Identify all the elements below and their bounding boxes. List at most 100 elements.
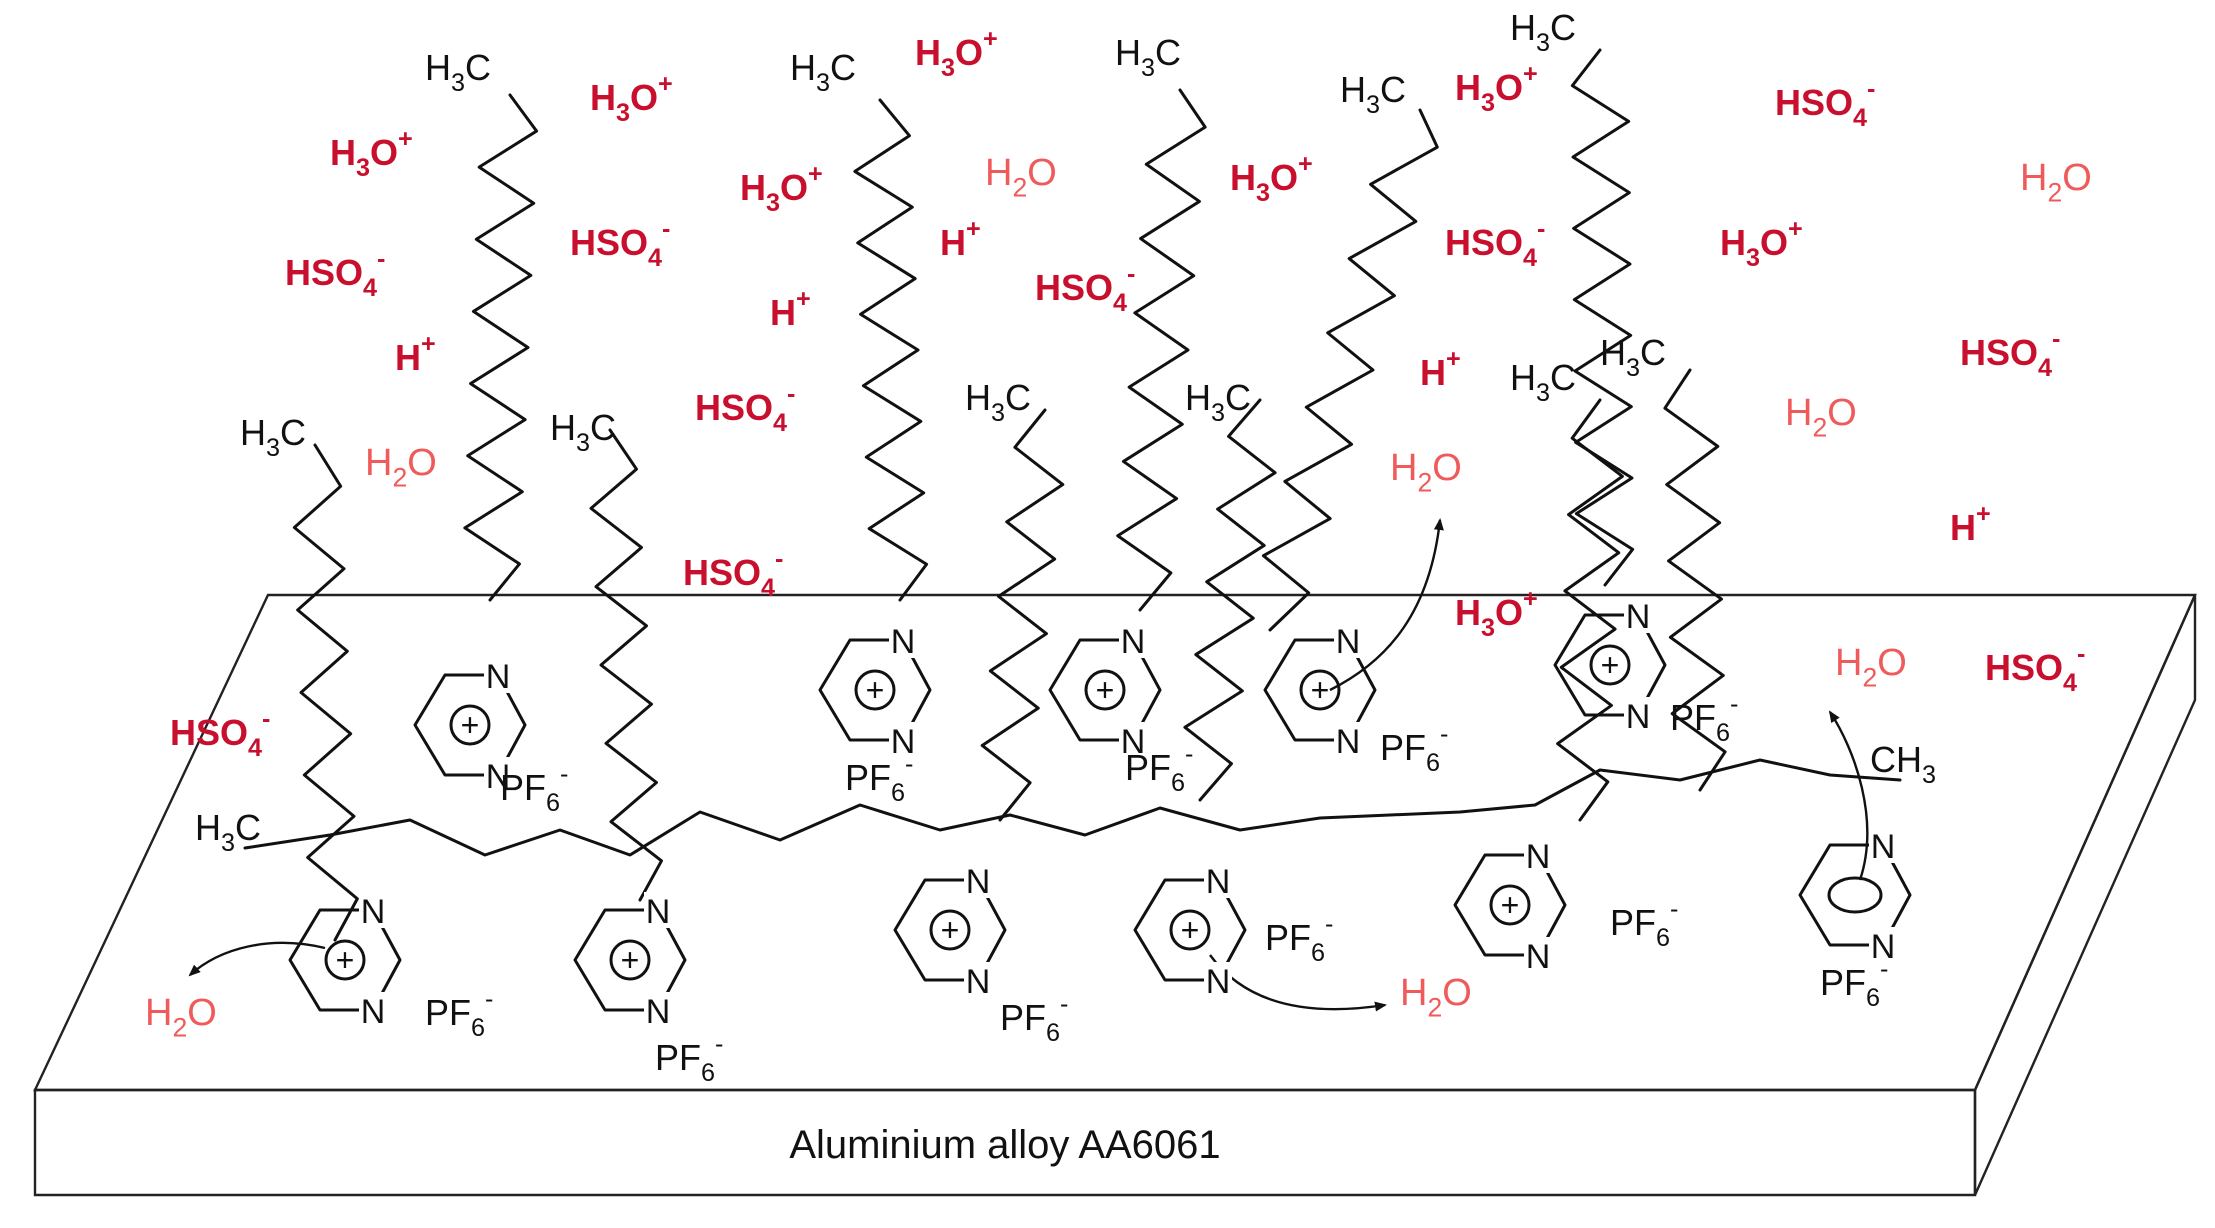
methyl-group: H3C [195,807,261,857]
molecular-bonds [243,48,1902,942]
plus-sign: + [461,707,480,743]
hydronium-ion: H3O+ [915,25,998,82]
charge-circle [324,939,366,981]
imidazolium-ring: +NN [1553,597,1667,736]
pf6-anion: PF6- [1000,990,1068,1047]
bisulfate-ion: HSO4- [570,215,670,272]
methyl-group: H3C [1510,7,1576,57]
polymer-backbone [243,758,1902,857]
methyl-group: H3C [240,412,306,462]
nitrogen-label: N [1526,938,1551,976]
alkyl-chain [853,98,929,602]
hydronium-ion: H3O+ [590,70,673,127]
hydronium-ion: H3O+ [1720,215,1803,272]
proton: H+ [940,215,981,263]
charge-circle [1169,909,1211,951]
alkyl-chain [589,428,663,902]
water-molecule: H2O [1400,972,1472,1022]
pf6-anion: PF6- [425,985,493,1042]
charge-circle [1299,669,1341,711]
hydronium-ion: H3O+ [1455,585,1538,642]
methyl-group: H3C [550,407,616,457]
alkyl-chain [1261,108,1439,632]
plus-sign: + [1096,672,1115,708]
imidazolium-ring: +N N [1453,837,1567,976]
bisulfate-ion: HSO4- [170,705,270,762]
alkyl-chain [1663,368,1727,792]
bisulfate-ion: HSO4- [695,380,795,437]
nitrogen-label: N [1336,723,1361,761]
plus-sign: + [1181,912,1200,948]
nitrogen-label: N [891,623,916,661]
plus-sign: + [866,672,885,708]
nitrogen-label: N [361,993,386,1031]
nitrogen-label: N [361,893,386,931]
arrow-water-left [188,941,326,977]
pf6-anion: PF6- [1820,955,1888,1012]
bisulfate-ion: HSO4- [1985,640,2085,697]
aromatic-ring-marker [1827,876,1883,914]
water-molecule: H2O [2020,157,2092,207]
water-molecule: H2O [1390,447,1462,497]
nitrogen-label: N [486,658,511,696]
proton: H+ [770,285,811,333]
water-molecule: H2O [365,442,437,492]
methyl-group: H3C [790,47,856,97]
plus-sign: + [336,942,355,978]
alkyl-chain [1116,88,1207,612]
bisulfate-ion: HSO4- [1775,75,1875,132]
plus-sign: + [1311,672,1330,708]
nitrogen-label: N [1626,698,1651,736]
methyl-group: H3C [1185,377,1251,427]
alkyl-chain [1556,398,1624,822]
plus-sign: + [941,912,960,948]
imidazolium-ring: +NN [573,892,687,1031]
nitrogen-label: N [1206,963,1231,1001]
alkyl-chain [1570,48,1635,587]
nitrogen-label: N [1871,928,1896,966]
water-molecule: H2O [1835,642,1907,692]
nitrogen-label: N [1871,828,1896,866]
pf6-anion: PF6- [1265,910,1333,967]
imidazolium-ring: +NN [893,862,1007,1001]
charge-circle [1589,644,1631,686]
water-displacement-arrows [188,518,1869,1012]
substrate-label: Aluminium alloy AA6061 [789,1123,1220,1167]
methyl-group: H3C [425,47,491,97]
plus-sign: + [1501,887,1520,923]
pf6-anion: PF6- [1610,895,1678,952]
nitrogen-label: N [1121,723,1146,761]
bisulfate-ion: HSO4- [285,245,385,302]
nitrogen-label: N [486,758,511,796]
nitrogen-label: N [1121,623,1146,661]
proton: H+ [1950,500,1991,548]
pf6-anion: PF6- [500,760,568,817]
imidazolium-ring: +N N [1133,862,1247,1001]
alkyl-chain [463,93,539,602]
bisulfate-ion: HSO4- [683,545,783,602]
bisulfate-ion: HSO4- [1035,260,1135,317]
pf6-anion: PF6- [1670,690,1738,747]
proton: H+ [1420,345,1461,393]
nitrogen-label: N [1206,863,1231,901]
methyl-group: H3C [1340,69,1406,119]
nitrogen-label: N [966,863,991,901]
pf6-anion: PF6- [1380,720,1448,777]
nitrogen-label: N [646,993,671,1031]
methyl-group: CH3 [1870,739,1936,789]
arrow-water-upper [1329,518,1444,692]
imidazolium-ring: NN [1798,827,1912,966]
aluminium-plate [33,593,2197,1197]
charge-circle [1084,669,1126,711]
nitrogen-label: N [1526,838,1551,876]
hydronium-ion: H3O+ [1455,60,1538,117]
plus-sign: + [621,942,640,978]
hydronium-ion: H3O+ [740,160,823,217]
imidazolium-ring: +NN [1263,622,1377,761]
arrow-water-center [1209,954,1387,1012]
charge-circle [609,939,651,981]
imidazolium-ring: +N N [1048,622,1162,761]
